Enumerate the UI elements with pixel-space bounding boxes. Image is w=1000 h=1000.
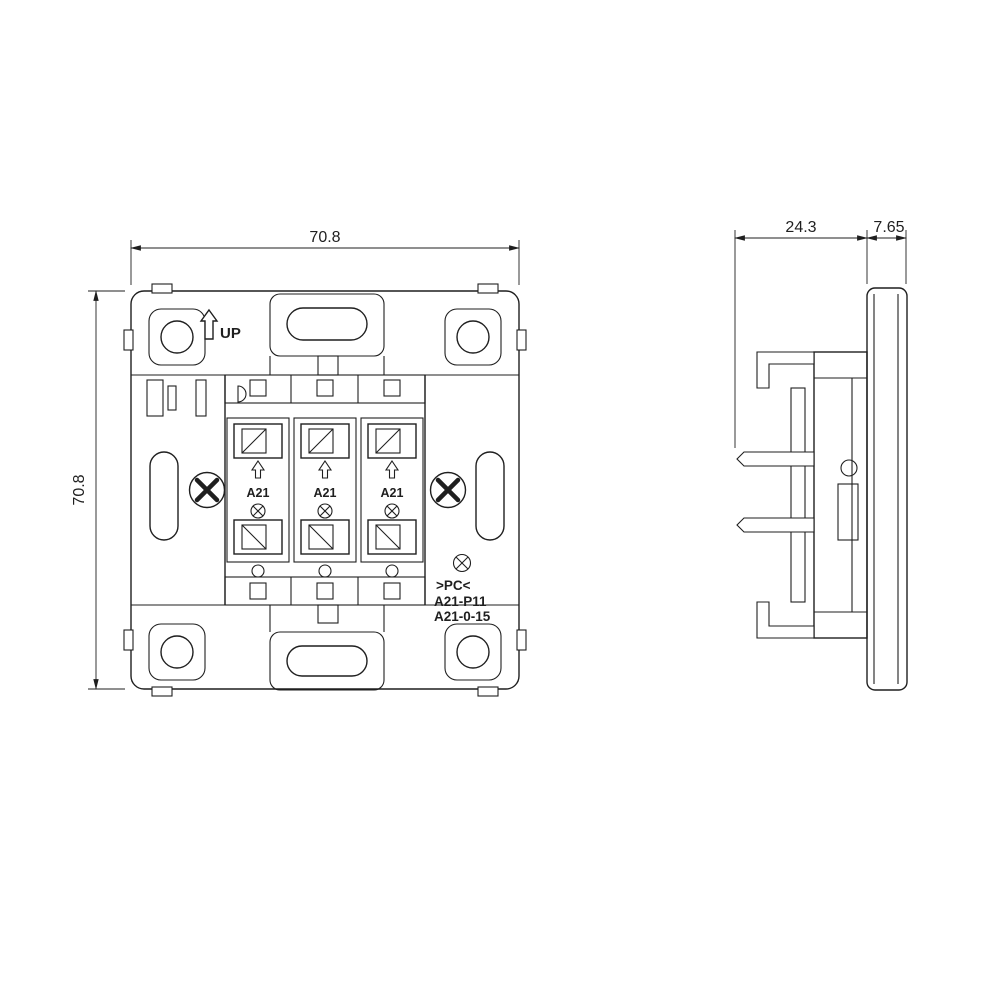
model-number: A21-P11	[434, 594, 487, 609]
side-detail-circle	[840, 459, 858, 477]
switch-module-1: A21	[226, 379, 290, 600]
up-arrow-icon	[250, 460, 266, 479]
dimension-height-value: 70.8	[71, 474, 88, 505]
lower-claw-prong	[736, 517, 815, 533]
up-arrow-icon	[317, 460, 333, 479]
dimension-plate-depth: 7.65	[866, 219, 907, 284]
material-mark: >PC<	[436, 578, 471, 593]
module-label: A21	[381, 486, 404, 500]
fixing-screw-right	[429, 471, 467, 509]
circled-x-icon	[452, 553, 472, 573]
bottom-clamp	[756, 601, 815, 639]
switch-module-2: A21	[293, 379, 357, 600]
support-post	[790, 387, 806, 603]
dimension-body-depth-value: 24.3	[785, 219, 816, 236]
dimension-height: 70.8	[71, 290, 125, 690]
switch-module-3: A21	[360, 379, 424, 600]
dimensions: 70.8 70.8 24.3 7.65	[71, 219, 907, 690]
module-label: A21	[314, 486, 337, 500]
label-block: >PC< A21-P11 A21-0-15	[434, 553, 491, 624]
mounting-tabs	[123, 283, 527, 697]
dimension-width: 70.8	[130, 229, 520, 285]
module-label: A21	[247, 486, 270, 500]
up-marking: UP	[199, 308, 241, 342]
dimension-body-depth: 24.3	[734, 219, 868, 448]
front-view: A21 A21	[123, 283, 527, 697]
detail-mark	[237, 385, 247, 403]
circled-x-icon	[317, 503, 333, 519]
mechanism-frame	[131, 355, 519, 632]
mechanism-body-profile	[736, 351, 868, 639]
dimension-plate-depth-value: 7.65	[873, 219, 904, 236]
model-number-2: A21-0-15	[434, 609, 491, 624]
top-clamp	[756, 351, 815, 389]
circled-x-icon	[250, 503, 266, 519]
back-plate-profile	[866, 287, 908, 691]
up-label: UP	[220, 325, 241, 342]
plate-outline	[130, 290, 520, 690]
fixing-screw-left	[188, 471, 226, 509]
dimension-width-value: 70.8	[309, 229, 340, 246]
side-view	[736, 287, 908, 691]
up-arrow-icon	[384, 460, 400, 479]
circled-x-icon	[384, 503, 400, 519]
up-arrow-icon	[199, 308, 219, 340]
corner-screw-holes	[148, 308, 502, 681]
upper-claw-prong	[736, 451, 815, 467]
